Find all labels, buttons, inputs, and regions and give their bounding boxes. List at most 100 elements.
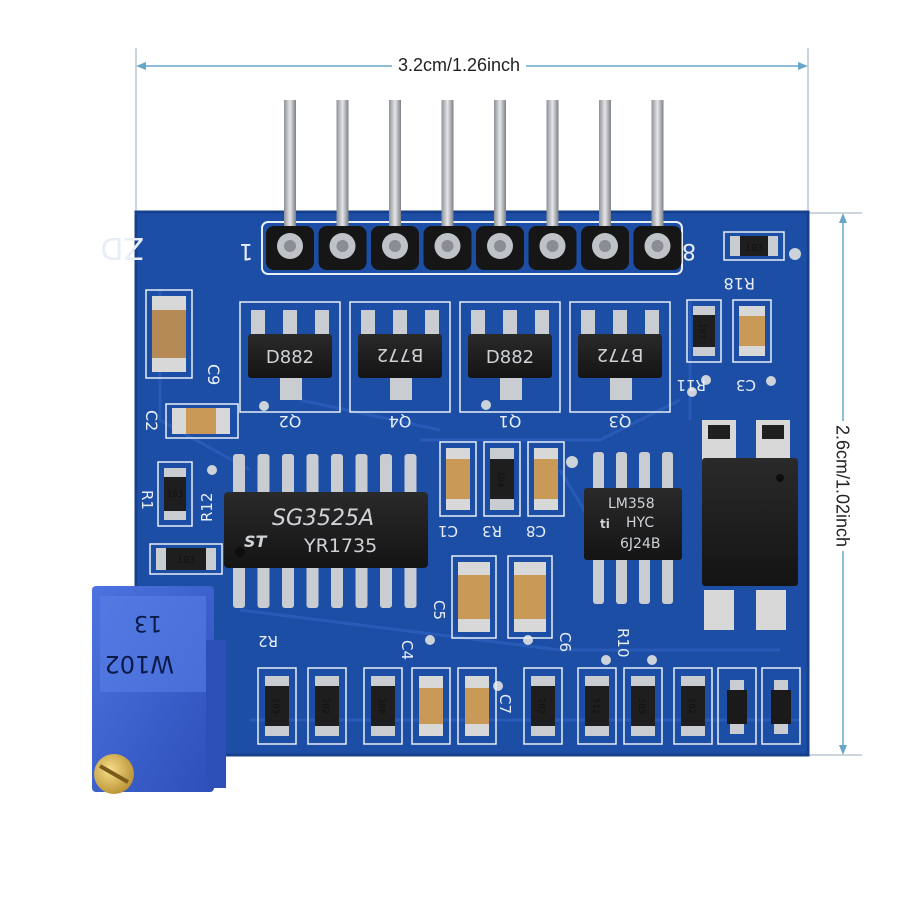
- ic-pin: [639, 556, 650, 604]
- ic-pin: [593, 452, 604, 494]
- label-c7: C7: [496, 694, 514, 714]
- ic-pin: [380, 562, 392, 608]
- ic-pin: [355, 562, 368, 608]
- ic-pin: [257, 454, 270, 498]
- header-pin: [318, 100, 367, 270]
- capacitor-c2: [165, 403, 239, 439]
- ic-opamp-line3: 6J24B: [620, 536, 660, 552]
- label-r18: R18: [724, 274, 755, 293]
- ic-pin: [380, 454, 392, 498]
- transistor-ref: Q4: [389, 412, 412, 431]
- resistor-r1: 103: [157, 461, 193, 527]
- transistor-ref: Q1: [499, 412, 522, 431]
- transistor-marking: B772: [597, 344, 644, 365]
- capacitor-c3-right: [732, 299, 772, 363]
- width-dimension-label: 3.2cm/1.26inch: [392, 55, 527, 76]
- diode: [761, 667, 801, 745]
- ic-pin: [257, 562, 270, 608]
- capacitor-c5: [451, 555, 497, 639]
- resistor: 202: [307, 667, 347, 745]
- resistor-marking: 103: [636, 698, 646, 714]
- potentiometer: 13 W102: [92, 586, 226, 794]
- pot-line2: W102: [104, 650, 174, 678]
- label-c3: C3: [736, 376, 756, 394]
- label-c1: C1: [438, 522, 458, 540]
- header-pin: [423, 100, 472, 270]
- capacitor: [457, 667, 497, 745]
- header-pin: [581, 100, 629, 270]
- header-pin: [633, 100, 682, 270]
- ic-lm358: LM358 HYC 6J24B ti: [584, 452, 682, 604]
- ic-pin: [306, 454, 319, 498]
- resistor-marking: 202: [320, 698, 330, 714]
- resistor-marking: 512: [590, 698, 600, 714]
- ic-pwm-line1: SG3525A: [272, 506, 374, 531]
- label-r1: R1: [138, 490, 156, 510]
- ic-pin: [662, 452, 673, 494]
- resistor-marking: 103: [536, 698, 546, 714]
- resistor-marking: 103: [270, 698, 280, 714]
- pin8-label: 8: [682, 238, 696, 263]
- label-c2: C2: [142, 410, 161, 431]
- board-label: ZD: [100, 230, 144, 265]
- resistor: 300: [363, 667, 403, 745]
- transistor-marking: D882: [266, 347, 314, 368]
- pot-line1: 13: [134, 610, 162, 635]
- resistor-r18-marking: 103: [745, 243, 763, 254]
- ic-pin: [593, 556, 604, 604]
- pin1-label: 1: [239, 238, 253, 263]
- transistor-marking: B772: [377, 344, 424, 365]
- ic-pin: [233, 454, 245, 498]
- header-pin: [371, 100, 419, 270]
- label-r12: R12: [198, 492, 216, 522]
- resistor: 103: [257, 667, 297, 745]
- resistor-right-marking: 103: [697, 323, 707, 339]
- label-r11: R11: [676, 376, 706, 394]
- capacitor-c1: [439, 441, 477, 517]
- transistor-ref: Q3: [609, 412, 632, 431]
- resistor-r3-marking: 104: [495, 471, 505, 487]
- label-c5: C5: [430, 600, 448, 620]
- label-c4: C4: [398, 640, 416, 660]
- diode: [717, 667, 757, 745]
- header-pin: [266, 100, 314, 270]
- resistor-marking: 300: [376, 698, 386, 714]
- transistor-marking: D882: [486, 347, 534, 368]
- ic-pin: [355, 454, 368, 498]
- capacitor-c9: [145, 289, 193, 379]
- pin-header: [261, 100, 683, 275]
- ic-pin: [639, 452, 650, 494]
- resistor-marking: 102: [686, 698, 696, 714]
- copper-traces: [158, 290, 800, 722]
- label-c9: C9: [204, 364, 223, 385]
- label-r10: R10: [614, 628, 632, 658]
- ti-logo: ti: [600, 517, 610, 531]
- ic-pin: [616, 556, 627, 604]
- label-c8: C8: [526, 522, 546, 540]
- ic-pin: [331, 454, 343, 498]
- capacitor-c8: [527, 441, 565, 517]
- ic-pin: [662, 556, 673, 604]
- ic-pin: [233, 562, 245, 608]
- st-logo: ST: [244, 532, 268, 551]
- ic-pin: [282, 454, 294, 498]
- ic-pwm-line2: YR1735: [303, 535, 377, 557]
- label-r2: R2: [258, 632, 278, 650]
- ic-pin: [306, 562, 319, 608]
- label-c6: C6: [556, 632, 574, 652]
- bottom-component-row: 103 202 300 103 512 103 102: [257, 667, 801, 745]
- ic-opamp-line2: HYC: [626, 515, 654, 531]
- resistor: 102: [673, 667, 713, 745]
- resistor: 512: [577, 667, 617, 745]
- resistor-r11: 103: [686, 299, 722, 363]
- ic-pin: [282, 562, 294, 608]
- capacitor: [411, 667, 451, 745]
- ic-sg3525a: SG3525A YR1735 ST: [224, 454, 428, 608]
- capacitor-c6: [507, 555, 553, 639]
- ic-opamp-line1: LM358: [608, 496, 655, 512]
